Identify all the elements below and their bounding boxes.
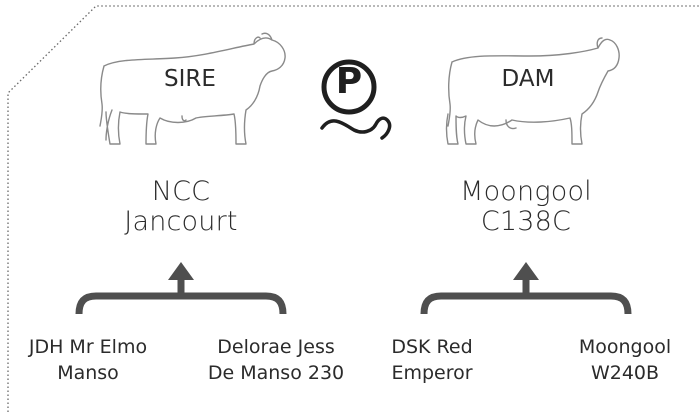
dam-name: Moongool C138C <box>460 176 592 238</box>
sire-name: NCC Jancourt <box>124 176 238 238</box>
dotted-frame <box>7 5 699 412</box>
dam-bracket <box>420 276 632 315</box>
dam-grandparent-2: Moongool W240B <box>578 336 672 385</box>
sire-arrow <box>168 262 194 280</box>
sire-bracket <box>75 276 287 315</box>
sire-label: SIRE <box>164 66 216 92</box>
dam-arrow <box>513 262 539 280</box>
dam-grandparent-1: DSK Red Emperor <box>391 336 473 385</box>
logo-swirl <box>320 116 392 140</box>
sire-grandparent-2: Delorae Jess De Manso 230 <box>207 336 345 385</box>
bull-icon <box>99 32 286 145</box>
cow-icon <box>445 37 620 145</box>
polled-logo <box>320 59 392 140</box>
sire-grandparent-1: JDH Mr Elmo Manso <box>28 336 148 385</box>
polled-p-icon <box>321 59 377 115</box>
dam-label: DAM <box>501 66 555 92</box>
polled-logo-letter: P <box>335 61 363 102</box>
